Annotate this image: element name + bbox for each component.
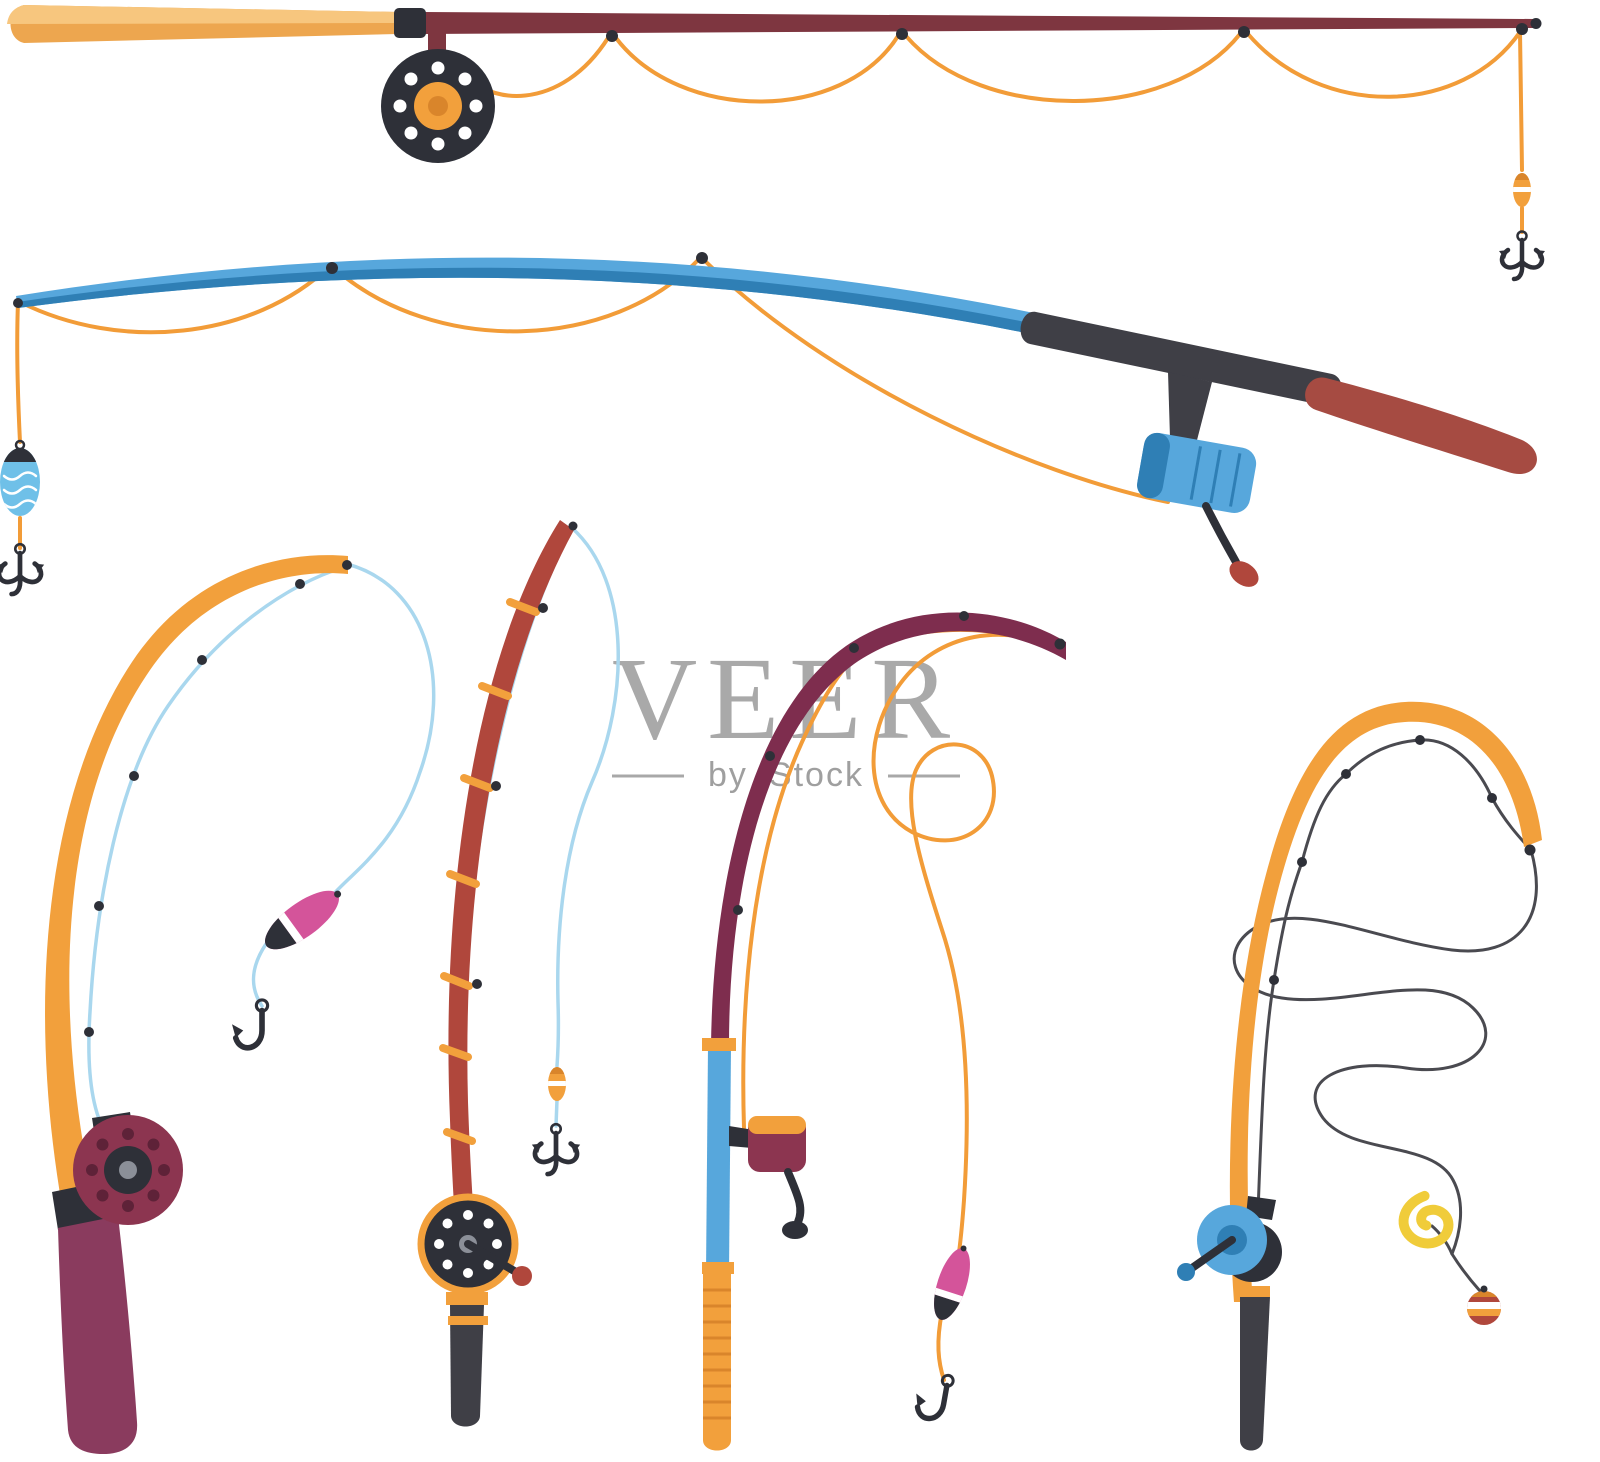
reel-crank [1202, 502, 1240, 566]
rod-top-horizontal [7, 5, 1545, 279]
reel-stem [1168, 372, 1212, 444]
reel-knob [1177, 1263, 1195, 1281]
rod-crook-orange-right [1177, 701, 1542, 1451]
handle-highlight [7, 5, 398, 24]
line-guides [606, 23, 1528, 42]
thread-wraps [439, 598, 540, 1145]
bobber [1466, 1286, 1502, 1326]
fly-reel [381, 30, 495, 163]
rod-blank [1229, 701, 1542, 1302]
fishing-line [448, 25, 1524, 172]
rod-blank-upper [711, 612, 1066, 1046]
rod-blank [424, 12, 1534, 34]
fishing-line [871, 632, 1064, 1262]
fishing-line [15, 256, 1170, 504]
grip-ridges [703, 1288, 731, 1420]
float-lure [1512, 173, 1532, 207]
line-guides [13, 252, 708, 308]
fish-hook-icon [912, 1370, 954, 1421]
grip [1240, 1297, 1270, 1451]
rod-red-vertical [417, 520, 620, 1427]
reel-crank [464, 1240, 520, 1276]
grip [703, 1274, 731, 1451]
treble-hook-icon [532, 1124, 580, 1174]
rod-blank [45, 555, 348, 1206]
treble-hook-icon [1499, 232, 1545, 280]
reel-knob [1229, 561, 1259, 587]
fishing-line [1256, 738, 1533, 1214]
line-guides [472, 521, 578, 989]
joint-wrap [702, 1038, 736, 1051]
treble-hook-icon [0, 544, 44, 594]
watermark-subtitle: by iStock [708, 756, 864, 794]
line-guides [1269, 735, 1536, 985]
fishing-line [555, 526, 620, 1068]
fishing-line [87, 564, 349, 1136]
grip [1305, 377, 1537, 475]
reel-knob [512, 1266, 532, 1286]
rod-two-tone-purple [702, 611, 1066, 1451]
rod-tip [1530, 18, 1542, 29]
round-reel [73, 1112, 183, 1225]
grub-lure [1398, 1192, 1452, 1249]
rod-blank [448, 520, 574, 1292]
spinning-reel [1137, 432, 1257, 514]
fish-lure [0, 441, 41, 516]
grip [450, 1305, 484, 1427]
spin-reel [1177, 1196, 1282, 1282]
reel-knob [782, 1221, 808, 1239]
line-guides [84, 560, 352, 1037]
reel-crank [784, 1168, 805, 1226]
reel [729, 1116, 808, 1239]
float-lure [547, 1067, 567, 1101]
reel-seat [1020, 311, 1343, 407]
grip [58, 1216, 138, 1454]
float-lure [925, 1241, 979, 1326]
rod-curved-orange-left [45, 555, 436, 1454]
rod-spinning-blue [0, 252, 1537, 594]
line-guides [733, 611, 1066, 915]
reel-crank [1188, 1236, 1236, 1272]
round-reel [417, 1193, 532, 1295]
reel-seat-band [1236, 1286, 1270, 1297]
ferrule [394, 8, 426, 38]
rod-blank-lower [706, 1046, 731, 1274]
reel-seat-band [446, 1292, 488, 1305]
